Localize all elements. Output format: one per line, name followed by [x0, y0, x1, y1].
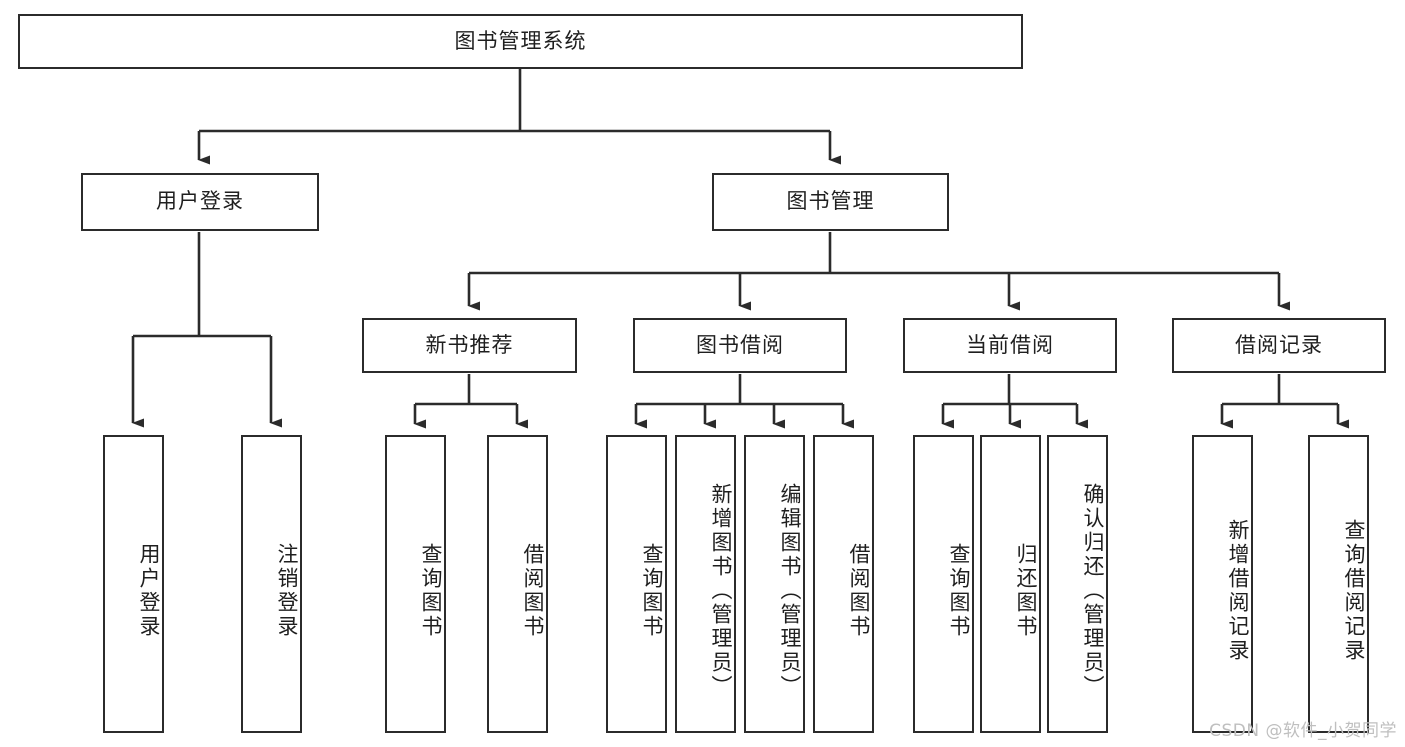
- node-leaf-user-login[interactable]: 用户登录: [103, 435, 164, 733]
- node-label: 查询图书: [947, 543, 971, 639]
- node-leaf-borrow-book-recommend[interactable]: 借阅图书: [487, 435, 548, 733]
- node-leaf-query-book-recommend[interactable]: 查询图书: [385, 435, 446, 733]
- node-label: 图书管理系统: [454, 28, 587, 53]
- node-label: 查询图书: [419, 543, 443, 639]
- node-new-book-recommendation[interactable]: 新书推荐: [362, 318, 577, 373]
- node-label: 当前借阅: [966, 332, 1054, 357]
- node-leaf-return-book[interactable]: 归还图书: [980, 435, 1041, 733]
- node-label: 用户登录: [137, 543, 161, 639]
- node-book-management[interactable]: 图书管理: [712, 173, 949, 231]
- node-leaf-edit-book-admin[interactable]: 编辑图书（管理员）: [744, 435, 805, 733]
- node-leaf-logout[interactable]: 注销登录: [241, 435, 302, 733]
- node-borrow-record[interactable]: 借阅记录: [1172, 318, 1386, 373]
- node-root-book-management-system[interactable]: 图书管理系统: [18, 14, 1023, 69]
- node-label: 新书推荐: [425, 332, 514, 357]
- node-label: 确认归还（管理员）: [1081, 483, 1105, 699]
- node-label: 注销登录: [275, 543, 299, 639]
- node-book-borrow[interactable]: 图书借阅: [633, 318, 847, 373]
- node-leaf-add-book-admin[interactable]: 新增图书（管理员）: [675, 435, 736, 733]
- node-label: 查询借阅记录: [1342, 519, 1366, 663]
- node-label: 归还图书: [1014, 543, 1038, 639]
- node-leaf-query-book-current[interactable]: 查询图书: [913, 435, 974, 733]
- node-label: 图书管理: [786, 189, 875, 214]
- node-leaf-add-borrow-record[interactable]: 新增借阅记录: [1192, 435, 1253, 733]
- node-label: 借阅记录: [1235, 332, 1323, 357]
- node-leaf-borrow-book[interactable]: 借阅图书: [813, 435, 874, 733]
- node-leaf-query-book-borrow[interactable]: 查询图书: [606, 435, 667, 733]
- node-label: 借阅图书: [521, 543, 545, 639]
- node-label: 新增图书（管理员）: [709, 483, 733, 699]
- node-label: 查询图书: [640, 543, 664, 639]
- node-label: 借阅图书: [847, 543, 871, 639]
- node-current-borrow[interactable]: 当前借阅: [903, 318, 1117, 373]
- node-label: 用户登录: [156, 189, 244, 214]
- node-leaf-confirm-return-admin[interactable]: 确认归还（管理员）: [1047, 435, 1108, 733]
- node-leaf-query-borrow-record[interactable]: 查询借阅记录: [1308, 435, 1369, 733]
- node-label: 图书借阅: [696, 332, 784, 357]
- csdn-watermark: CSDN @软件_小贺同学: [1209, 721, 1397, 741]
- node-label: 编辑图书（管理员）: [778, 483, 802, 699]
- node-user-login[interactable]: 用户登录: [81, 173, 319, 231]
- node-label: 新增借阅记录: [1226, 519, 1250, 663]
